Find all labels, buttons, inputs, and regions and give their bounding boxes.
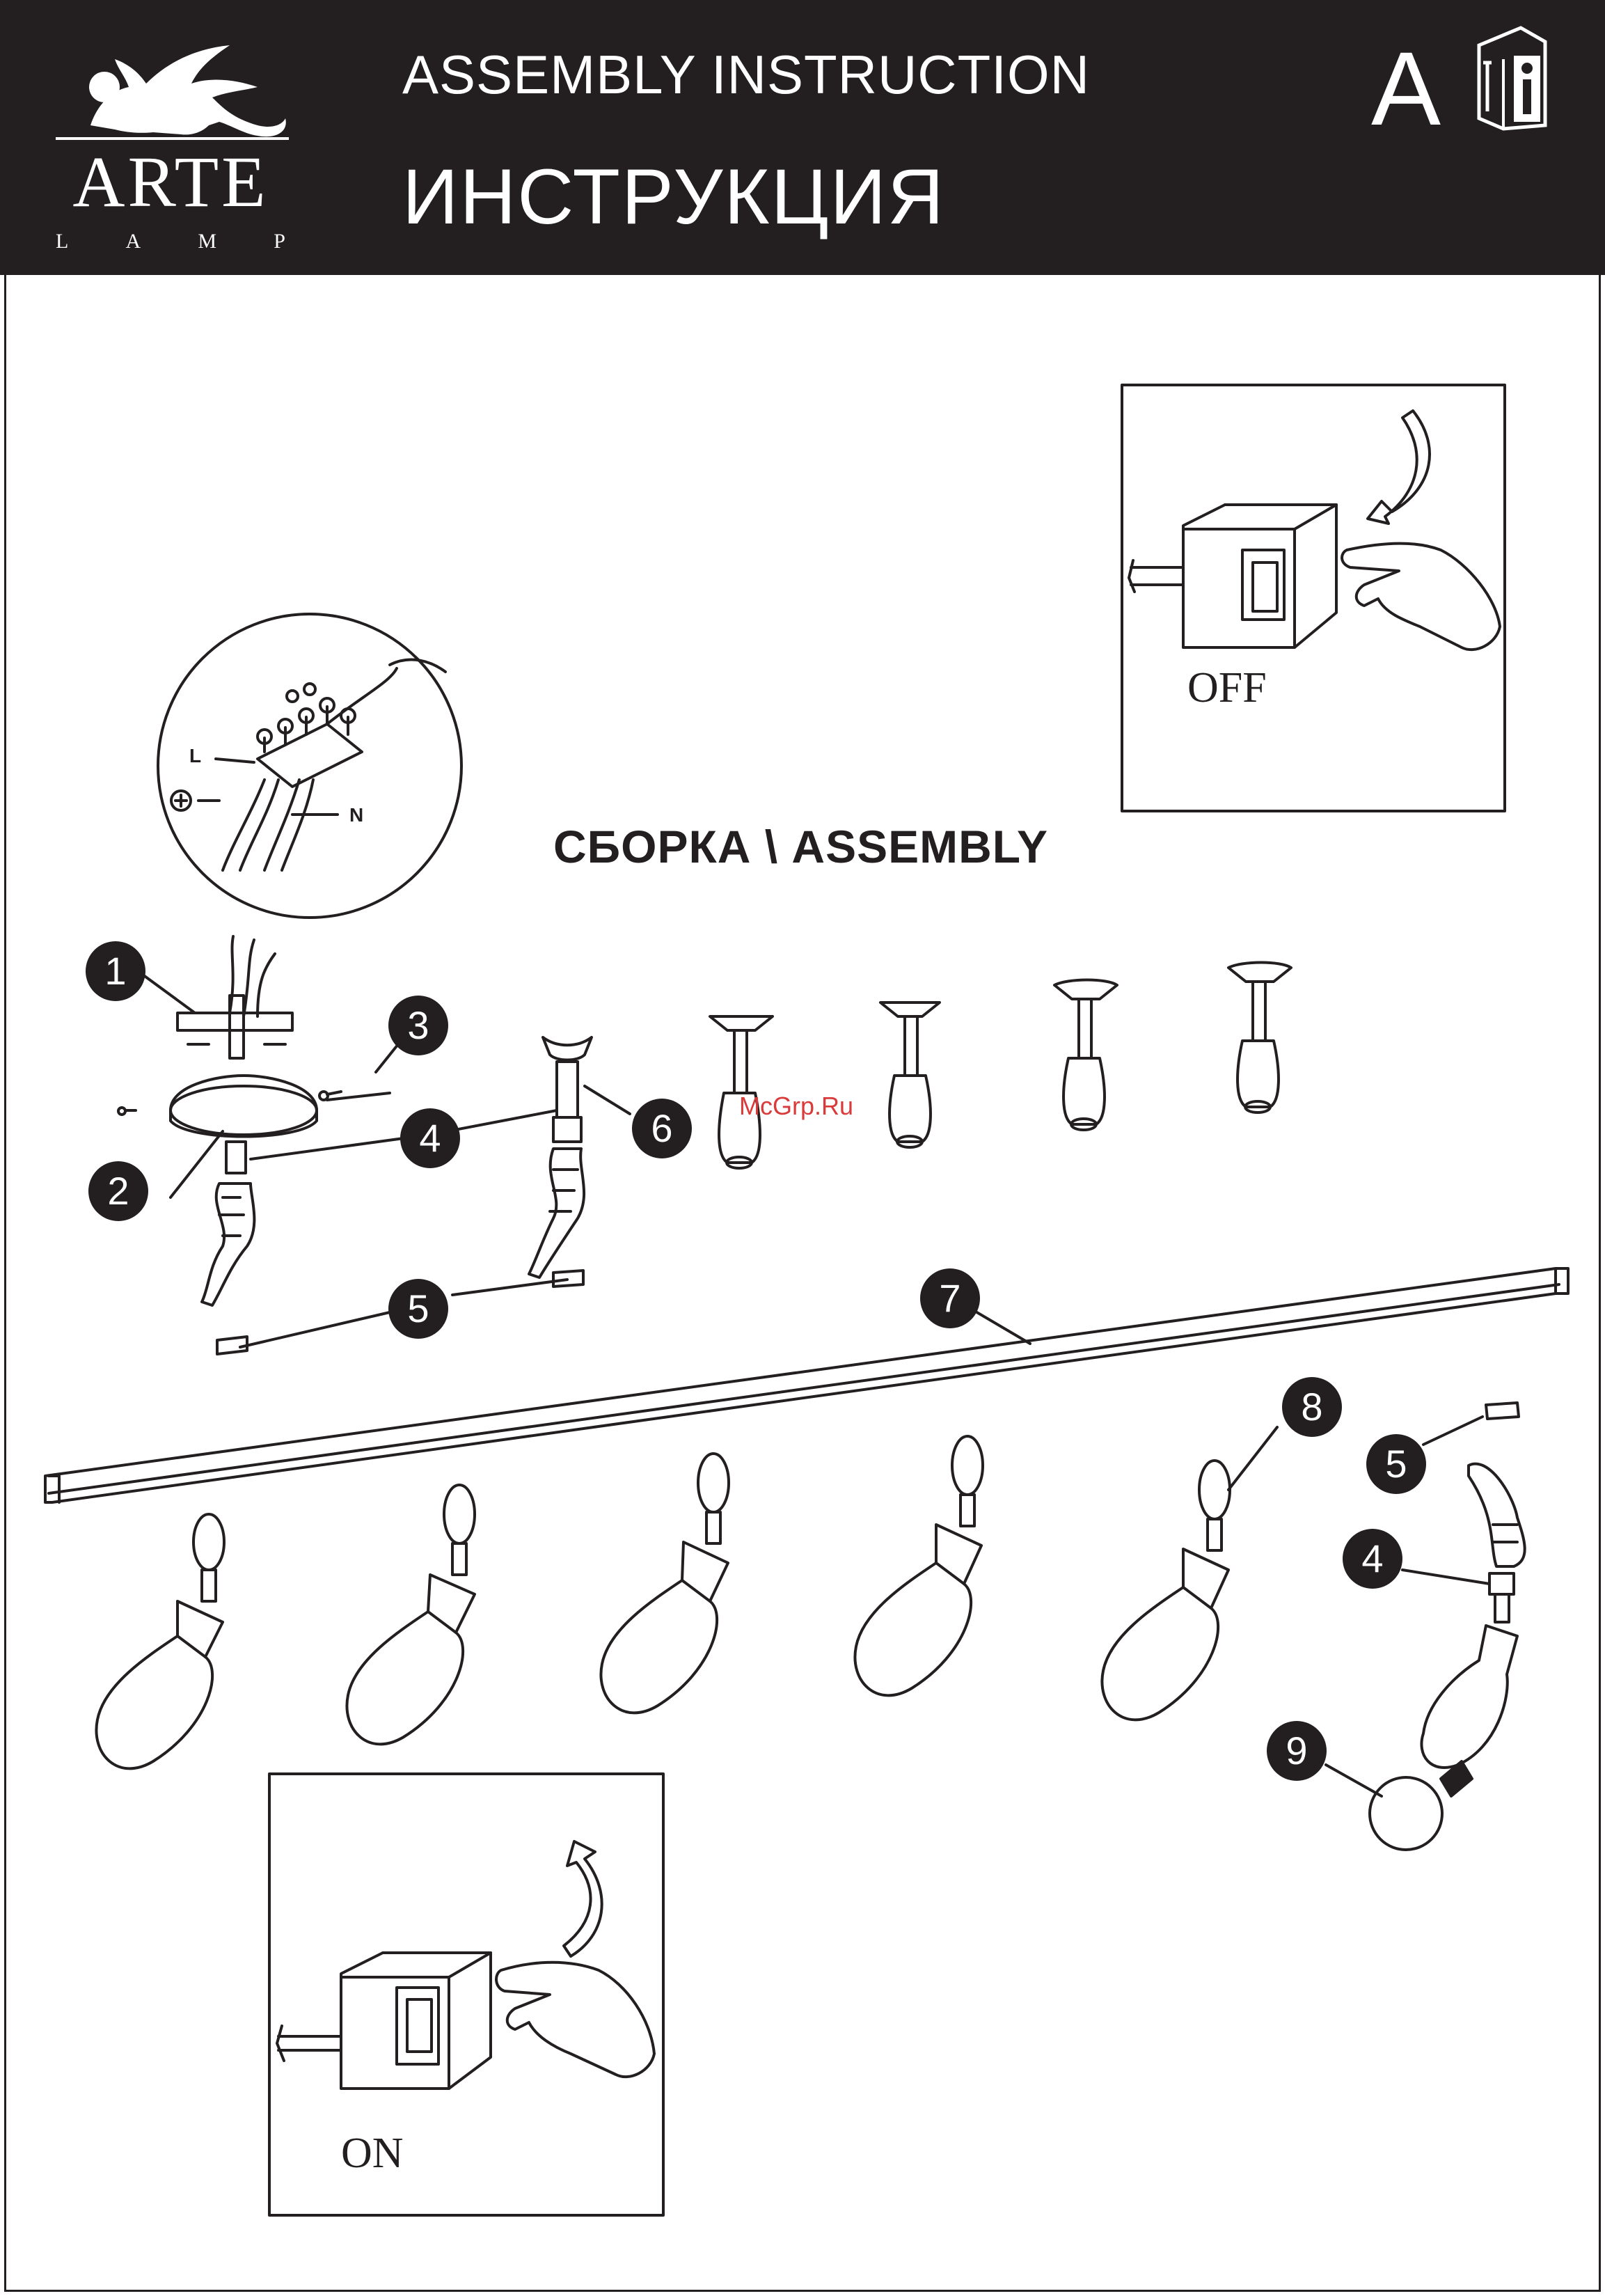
on-switch-panel [269, 1774, 663, 2215]
callout-5: 5 [388, 1279, 448, 1339]
light-switch-icon [1129, 505, 1336, 647]
wire-live-label: L [189, 745, 201, 767]
socket-4 [1228, 963, 1291, 1113]
callout-7: 7 [920, 1268, 980, 1328]
spotlight-4 [855, 1436, 983, 1695]
hand-icon [1342, 544, 1500, 650]
ground-icon [171, 791, 191, 810]
callout-4b: 4 [1343, 1529, 1402, 1589]
spotlight-5 [1102, 1461, 1230, 1720]
callout-6: 6 [632, 1099, 692, 1158]
assembly-title: СБОРКА \ ASSEMBLY [553, 820, 1048, 873]
socket-2 [880, 1002, 940, 1147]
wire-neutral-label: N [349, 804, 363, 826]
spotlight-3 [601, 1454, 729, 1713]
callout-9: 9 [1267, 1721, 1327, 1781]
curved-arrow-icon [564, 1841, 602, 1956]
switch-on-label: ON [341, 2129, 404, 2178]
spotlight-2 [347, 1485, 475, 1744]
callout-1: 1 [86, 941, 145, 1001]
callout-8: 8 [1282, 1377, 1342, 1437]
watermark: McGrp.Ru [739, 1092, 853, 1121]
callout-3: 3 [388, 996, 448, 1055]
off-switch-panel [1122, 385, 1505, 811]
callout-4: 4 [400, 1108, 460, 1168]
spotlight-1 [96, 1514, 224, 1768]
callout-2: 2 [88, 1161, 148, 1221]
curved-arrow-icon [1368, 411, 1430, 524]
light-switch-icon [277, 1953, 491, 2089]
callout-5b: 5 [1366, 1434, 1426, 1494]
switch-off-label: OFF [1187, 663, 1267, 713]
socket-3 [1054, 980, 1117, 1131]
hand-icon [496, 1963, 654, 2077]
